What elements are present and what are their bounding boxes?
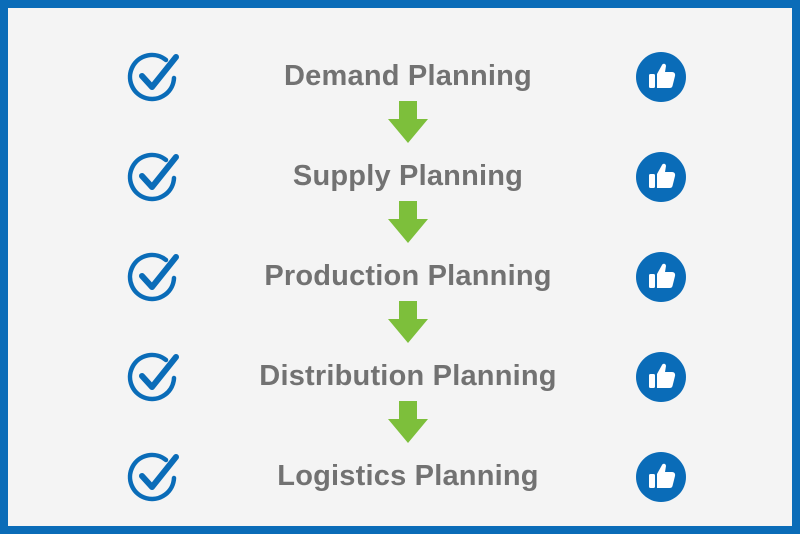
check-circle-icon <box>127 352 179 402</box>
step-label: Supply Planning <box>292 160 524 192</box>
down-arrow-icon <box>388 301 428 343</box>
step-label: Logistics Planning <box>277 460 539 492</box>
check-circle-icon <box>127 252 179 302</box>
thumbs-up-icon <box>636 352 686 402</box>
check-circle-icon <box>127 452 179 502</box>
thumbs-up-icon <box>636 452 686 502</box>
check-circle-icon <box>127 152 179 202</box>
down-arrow-icon <box>388 201 428 243</box>
thumbs-up-icon <box>636 152 686 202</box>
step-label: Demand Planning <box>284 60 532 92</box>
step-label: Distribution Planning <box>259 360 557 392</box>
down-arrow-icon <box>388 401 428 443</box>
step-row-logistics: Logistics Planning <box>8 441 800 511</box>
check-circle-icon <box>127 52 179 102</box>
thumbs-up-icon <box>636 252 686 302</box>
step-row-demand: Demand Planning <box>8 41 800 111</box>
step-row-supply: Supply Planning <box>8 141 800 211</box>
thumbs-up-icon <box>636 52 686 102</box>
step-row-distribution: Distribution Planning <box>8 341 800 411</box>
step-label: Production Planning <box>264 260 552 292</box>
down-arrow-icon <box>388 101 428 143</box>
step-row-production: Production Planning <box>8 241 800 311</box>
